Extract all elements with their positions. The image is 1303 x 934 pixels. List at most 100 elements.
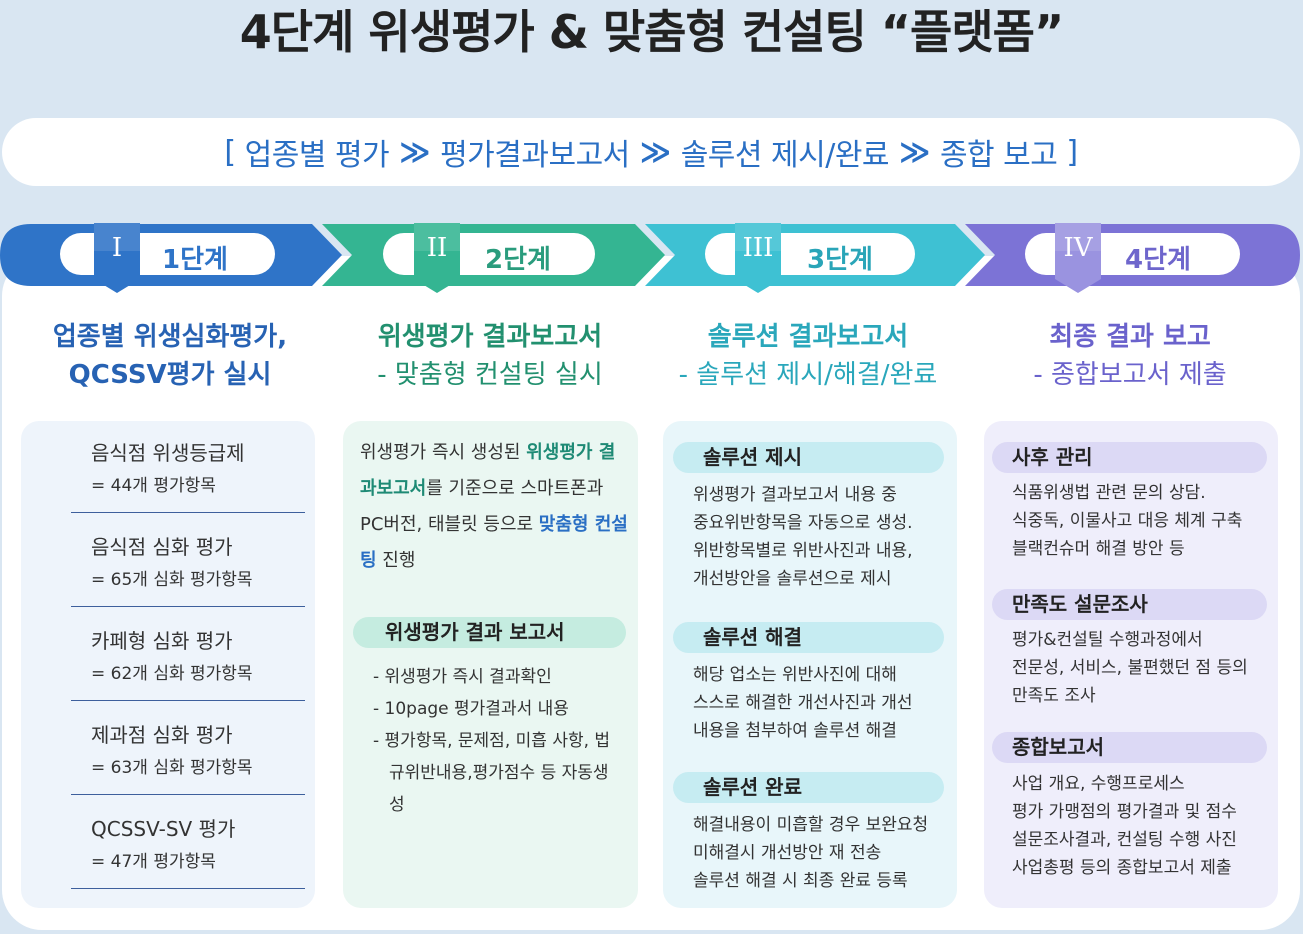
stage-3-chip: 솔루션 완료 bbox=[673, 772, 944, 803]
stage-1-label: 1단계 bbox=[162, 245, 228, 275]
desc-line: 중요위반항목을 자동으로 생성. bbox=[693, 513, 913, 533]
process-flow-bar: [ 업종별 평가 ≫ 평가결과보고서 ≫ 솔루션 제시/완료 ≫ 종합 보고 ] bbox=[2, 118, 1300, 186]
stage-1-panel: 음식점 위생등급제 = 44개 평가항목 음식점 심화 평가 = 65개 심화 … bbox=[21, 421, 315, 908]
desc-line: 전문성, 서비스, 불편했던 점 등의 bbox=[1012, 658, 1248, 678]
intro-text: 위생평가 즉시 생성된 bbox=[360, 442, 527, 463]
stage-3-label: 3단계 bbox=[807, 245, 873, 275]
bullet-item: - 위생평가 즉시 결과확인 bbox=[373, 667, 552, 687]
stage-1-heading-line1: 업종별 위생심화평가, bbox=[52, 322, 288, 352]
desc-line: 사업 개요, 수행프로세스 bbox=[1012, 774, 1185, 794]
stage-3-chip: 솔루션 제시 bbox=[673, 442, 944, 473]
desc-line: 설문조사결과, 컨설팅 수행 사진 bbox=[1012, 830, 1237, 850]
block-description: 해당 업소는 위반사진에 대해 스스로 해결한 개선사진과 개선 내용을 첨부하… bbox=[693, 661, 913, 745]
stage-2-heading-line2: - 맞춤형 컨설팅 실시 bbox=[377, 360, 603, 390]
stage-1-pill: 1단계 bbox=[60, 233, 275, 275]
block-description: 사업 개요, 수행프로세스 평가 가맹점의 평가결과 및 점수 설문조사결과, … bbox=[1012, 770, 1237, 882]
list-item-name: 카페형 심화 평가 bbox=[91, 629, 233, 653]
desc-line: 위반항목별로 위반사진과 내용, bbox=[693, 541, 913, 561]
intro-highlight: 맞춤형 컨설팅 bbox=[360, 514, 628, 571]
stage-3-heading-line1: 솔루션 결과보고서 bbox=[707, 322, 909, 352]
stage-2-heading: 위생평가 결과보고서 - 맞춤형 컨설팅 실시 bbox=[340, 318, 640, 394]
stage-2-heading-line1: 위생평가 결과보고서 bbox=[377, 322, 603, 352]
bullet-item: - 평가항목, 문제점, 미흡 사항, 법규위반내용,평가점수 등 자동생성 bbox=[373, 731, 611, 815]
list-item-detail: = 65개 심화 평가항목 bbox=[91, 570, 253, 590]
stage-3-panel: 솔루션 제시 위생평가 결과보고서 내용 중 중요위반항목을 자동으로 생성. … bbox=[663, 421, 957, 908]
intro-text: 를 기준으로 스마트폰과 PC버전, 태블릿 등으로 bbox=[360, 478, 604, 535]
list-item: QCSSV-SV 평가 = 47개 평가항목 bbox=[71, 813, 305, 889]
stage-2-bullets: - 위생평가 즉시 결과확인 - 10page 평가결과서 내용 - 평가항목,… bbox=[373, 661, 618, 821]
list-item: 카페형 심화 평가 = 62개 심화 평가항목 bbox=[71, 625, 305, 701]
stage-2-panel: 위생평가 즉시 생성된 위생평가 결과보고서를 기준으로 스마트폰과 PC버전,… bbox=[343, 421, 638, 908]
desc-line: 개선방안을 솔루션으로 제시 bbox=[693, 569, 892, 589]
desc-line: 평가 가맹점의 평가결과 및 점수 bbox=[1012, 802, 1237, 822]
desc-line: 평가&컨설틸 수행과정에서 bbox=[1012, 630, 1203, 650]
stage-1-roman: I bbox=[111, 233, 123, 263]
list-item-name: 음식점 위생등급제 bbox=[91, 441, 245, 465]
list-item-detail: = 47개 평가항목 bbox=[91, 852, 216, 872]
chip-label: 솔루션 해결 bbox=[703, 625, 802, 649]
page-title: 4단계 위생평가 & 맞춤형 컨설팅 “플랫폼” bbox=[239, 5, 1064, 59]
block-description: 식품위생법 관련 문의 상담. 식중독, 이물사고 대응 체계 구축 블랙컨슈머… bbox=[1012, 479, 1242, 563]
stage-1-roman-tag: I bbox=[94, 223, 140, 293]
desc-line: 위생평가 결과보고서 내용 중 bbox=[693, 485, 897, 505]
list-item: 제과점 심화 평가 = 63개 심화 평가항목 bbox=[71, 719, 305, 795]
desc-line: 만족도 조사 bbox=[1012, 686, 1096, 706]
list-item-name: 제과점 심화 평가 bbox=[91, 723, 233, 747]
desc-line: 내용을 첨부하여 솔루션 해결 bbox=[693, 721, 897, 741]
stage-4-panel: 사후 관리 식품위생법 관련 문의 상담. 식중독, 이물사고 대응 체계 구축… bbox=[984, 421, 1278, 908]
block-description: 위생평가 결과보고서 내용 중 중요위반항목을 자동으로 생성. 위반항목별로 … bbox=[693, 481, 913, 593]
stage-4-chip: 만족도 설문조사 bbox=[992, 589, 1267, 620]
desc-line: 스스로 해결한 개선사진과 개선 bbox=[693, 693, 913, 713]
flow-arrow-icon: ≫ bbox=[399, 134, 431, 170]
list-item-detail: = 44개 평가항목 bbox=[91, 476, 216, 496]
stage-1-heading: 업종별 위생심화평가, QCSSV평가 실시 bbox=[20, 318, 320, 394]
list-item-name: QCSSV-SV 평가 bbox=[91, 817, 236, 841]
stage-4-heading-line2: - 종합보고서 제출 bbox=[1033, 360, 1227, 390]
stage-3-heading: 솔루션 결과보고서 - 솔루션 제시/해결/완료 bbox=[658, 318, 958, 394]
intro-text: 진행 bbox=[376, 550, 416, 571]
desc-line: 해결내용이 미흡할 경우 보완요청 bbox=[693, 815, 929, 835]
list-item-detail: = 63개 심화 평가항목 bbox=[91, 758, 253, 778]
desc-line: 솔루션 해결 시 최종 완료 등록 bbox=[693, 871, 908, 891]
desc-line: 식중독, 이물사고 대응 체계 구축 bbox=[1012, 511, 1243, 531]
stage-4-label: 4단계 bbox=[1125, 245, 1191, 275]
list-item-detail: = 62개 심화 평가항목 bbox=[91, 664, 253, 684]
stage-2-roman: II bbox=[426, 233, 448, 263]
flow-step-4: 종합 보고 bbox=[939, 138, 1058, 173]
flow-step-1: 업종별 평가 bbox=[244, 138, 390, 173]
flow-arrow-icon: ≫ bbox=[639, 134, 671, 170]
desc-line: 사업총평 등의 종합보고서 제출 bbox=[1012, 858, 1232, 878]
stage-4-heading: 최종 결과 보고 - 종합보고서 제출 bbox=[980, 318, 1280, 394]
bullet-item: - 10page 평가결과서 내용 bbox=[373, 699, 569, 719]
chip-label: 솔루션 완료 bbox=[703, 775, 802, 799]
stage-3-roman: III bbox=[742, 233, 774, 263]
stage-2-roman-tag: II bbox=[414, 223, 460, 293]
stage-3-chip: 솔루션 해결 bbox=[673, 622, 944, 653]
stage-2-label: 2단계 bbox=[485, 245, 551, 275]
list-item: 음식점 심화 평가 = 65개 심화 평가항목 bbox=[71, 531, 305, 607]
chip-label: 솔루션 제시 bbox=[703, 445, 802, 469]
list-item-name: 음식점 심화 평가 bbox=[91, 535, 233, 559]
flow-step-3: 솔루션 제시/완료 bbox=[680, 138, 890, 173]
stage-3-heading-line2: - 솔루션 제시/해결/완료 bbox=[678, 360, 938, 390]
desc-line: 해당 업소는 위반사진에 대해 bbox=[693, 665, 897, 685]
list-item: 음식점 위생등급제 = 44개 평가항목 bbox=[71, 437, 305, 513]
chip-label: 종합보고서 bbox=[1012, 735, 1104, 759]
desc-line: 미해결시 개선방안 재 전송 bbox=[693, 843, 882, 863]
stage-2-intro: 위생평가 즉시 생성된 위생평가 결과보고서를 기준으로 스마트폰과 PC버전,… bbox=[360, 435, 630, 579]
desc-line: 블랙컨슈머 해결 방안 등 bbox=[1012, 539, 1185, 559]
desc-line: 식품위생법 관련 문의 상담. bbox=[1012, 483, 1206, 503]
flow-arrow-icon: ≫ bbox=[899, 134, 930, 170]
block-description: 평가&컨설틸 수행과정에서 전문성, 서비스, 불편했던 점 등의 만족도 조사 bbox=[1012, 626, 1248, 710]
stage-4-chip: 사후 관리 bbox=[992, 442, 1267, 473]
flow-close-bracket: ] bbox=[1066, 134, 1078, 170]
chip-label: 만족도 설문조사 bbox=[1012, 592, 1148, 616]
stage-1-heading-line2: QCSSV평가 실시 bbox=[68, 360, 272, 390]
chip-label: 위생평가 결과 보고서 bbox=[385, 620, 565, 644]
stage-3-roman-tag: III bbox=[735, 223, 781, 293]
intro-highlight: 위생평가 결과보고서 bbox=[360, 442, 616, 499]
stage-2-chip: 위생평가 결과 보고서 bbox=[353, 617, 626, 648]
block-description: 해결내용이 미흡할 경우 보완요청 미해결시 개선방안 재 전송 솔루션 해결 … bbox=[693, 811, 928, 895]
stage-4-roman-tag: IV bbox=[1055, 223, 1101, 293]
flow-step-2: 평가결과보고서 bbox=[440, 138, 630, 173]
